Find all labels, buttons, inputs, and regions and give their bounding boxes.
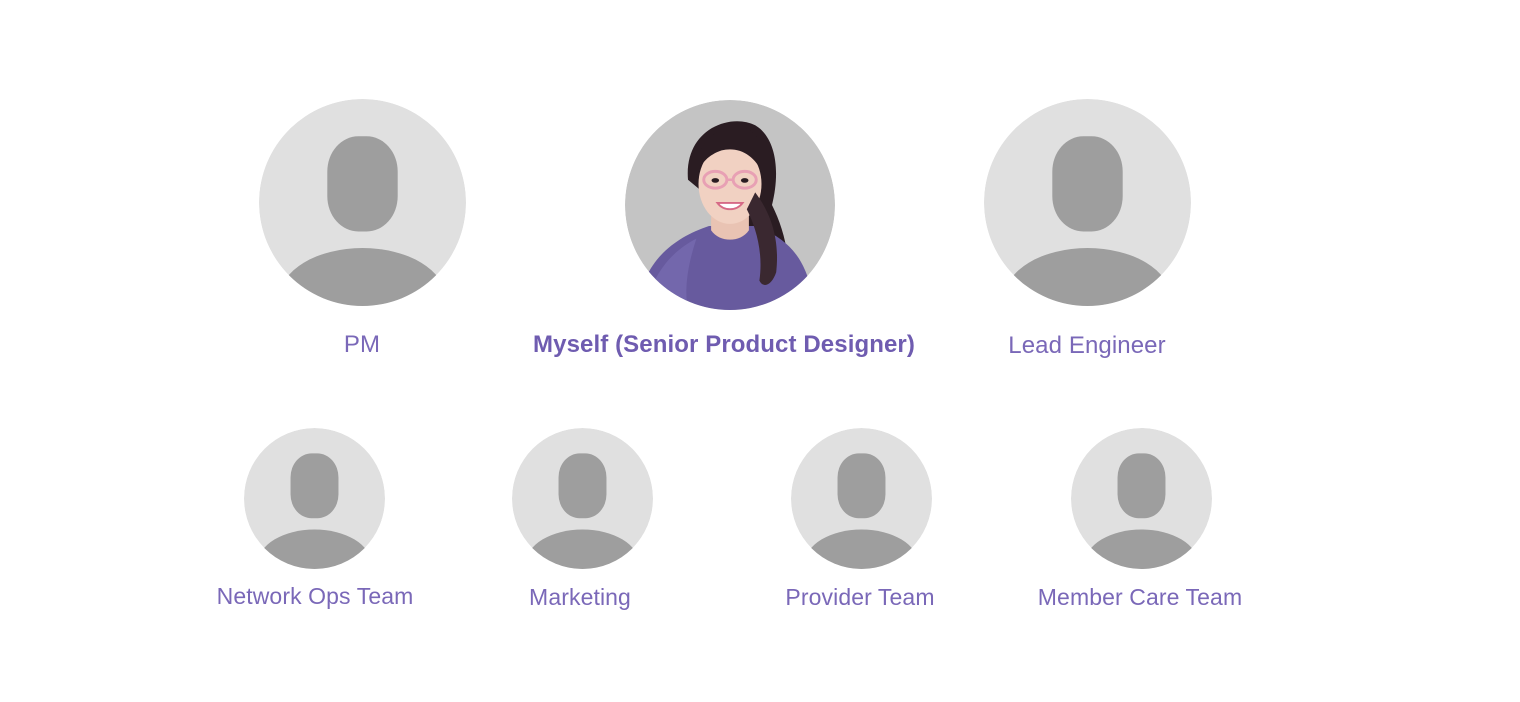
team-member-label: Provider Team	[785, 584, 935, 610]
team-member-label: Marketing	[529, 584, 631, 610]
default-avatar-icon	[1071, 428, 1212, 569]
default-avatar-icon	[984, 99, 1191, 306]
team-member-label: PM	[343, 331, 381, 358]
portrait-avatar	[625, 100, 835, 310]
team-member-label: Network Ops Team	[216, 583, 414, 609]
team-member-label: Myself (Senior Product Designer)	[533, 331, 915, 358]
team-member-label: Member Care Team	[1037, 584, 1243, 610]
default-avatar-icon	[259, 99, 466, 306]
default-avatar-icon	[244, 428, 385, 569]
default-avatar-icon	[512, 428, 653, 569]
team-member-label: Lead Engineer	[1008, 332, 1166, 359]
default-avatar-icon	[791, 428, 932, 569]
